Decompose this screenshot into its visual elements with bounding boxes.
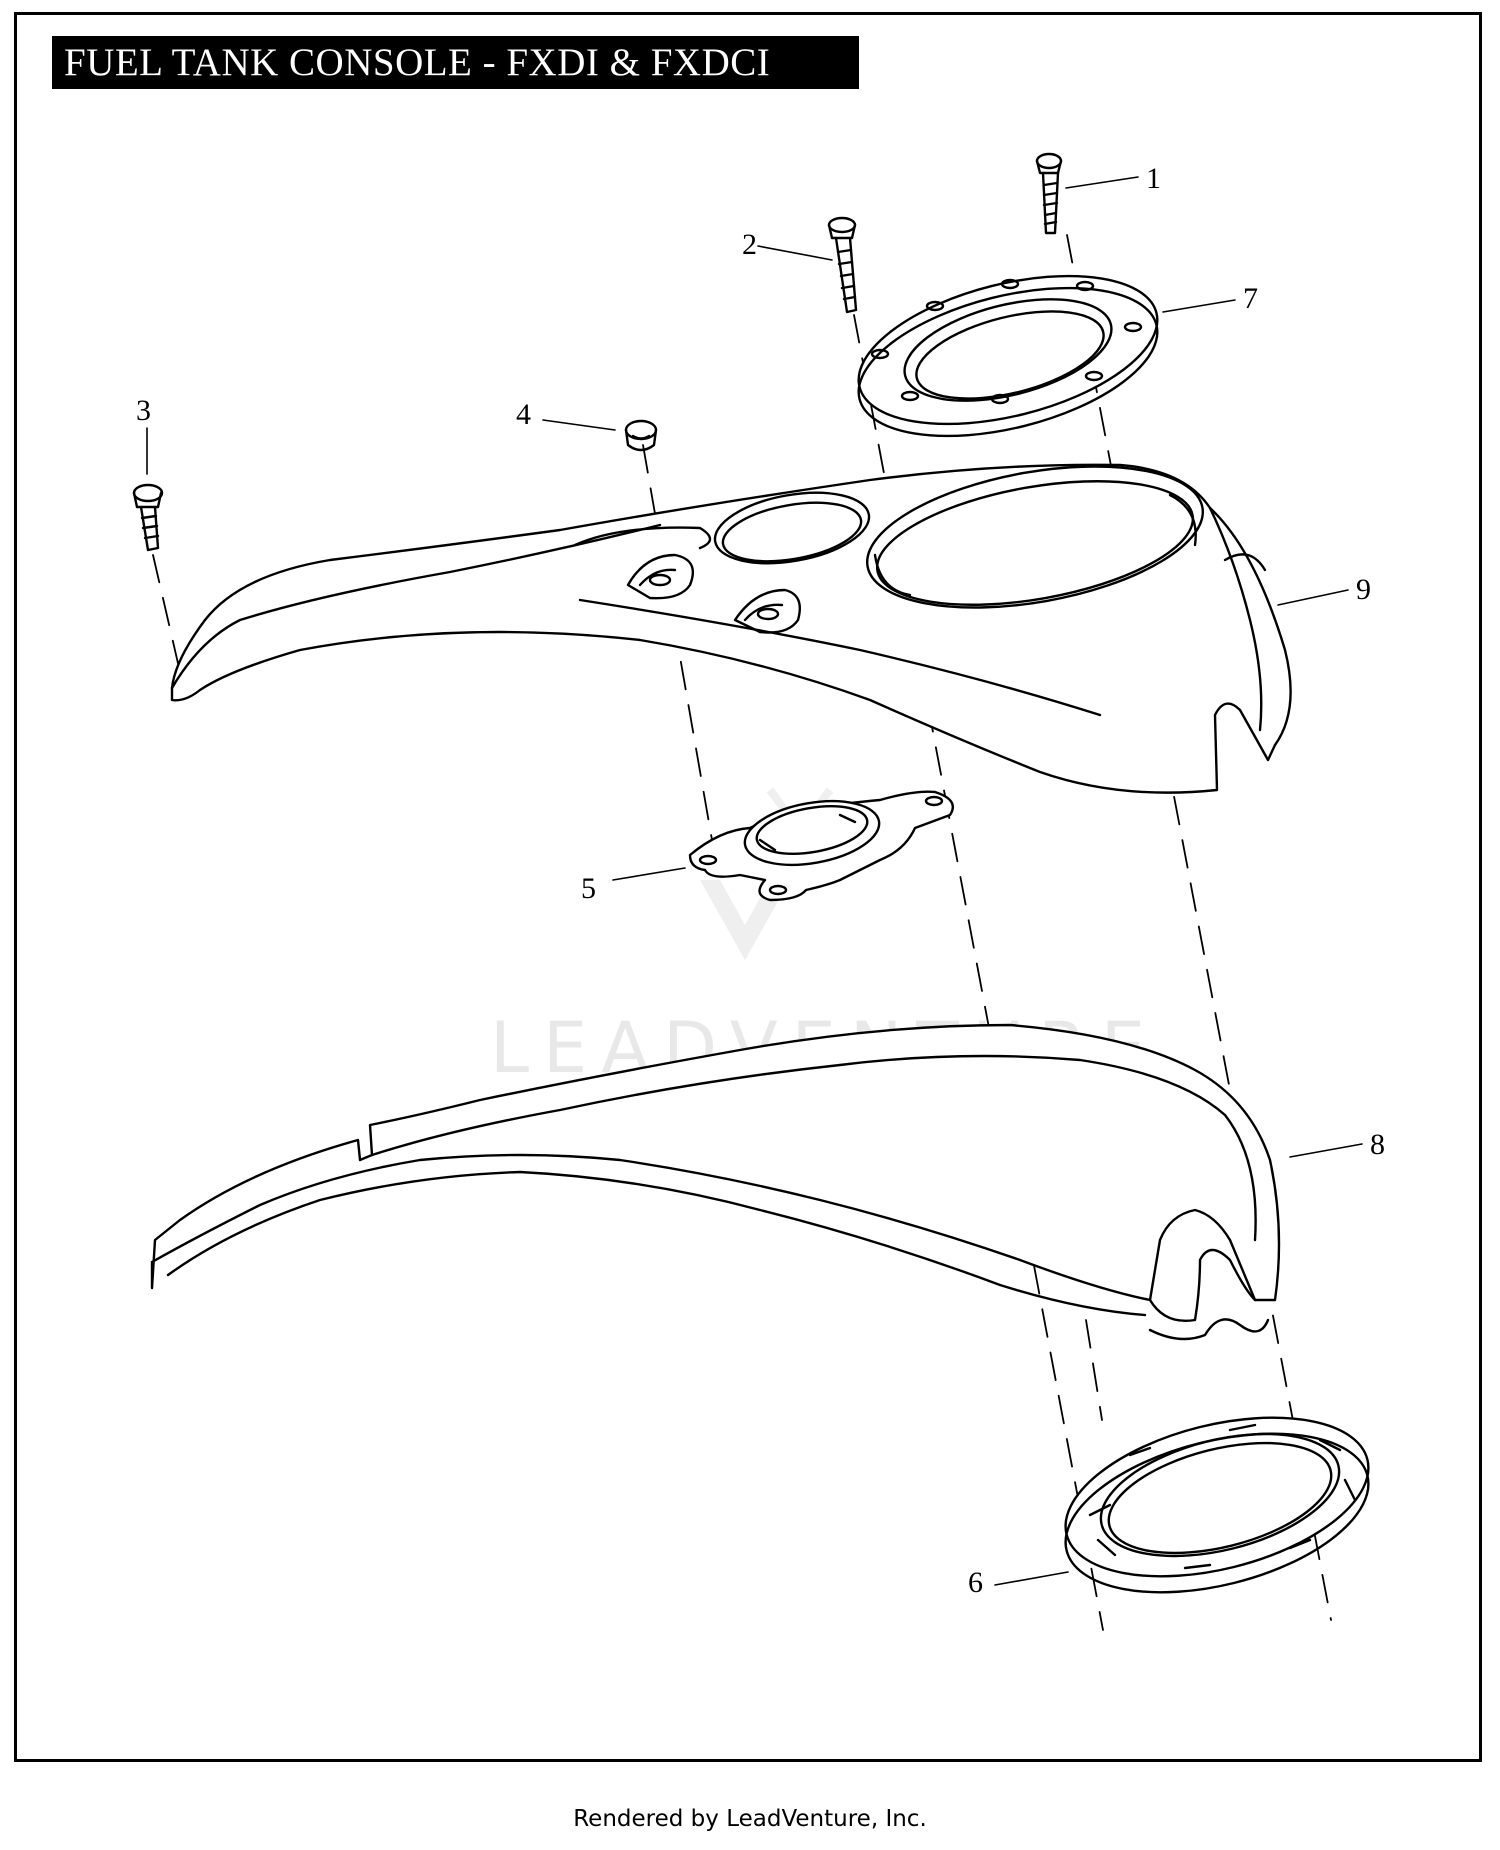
callout-numbers: 1 2 3 4 5 6 7 8 9	[136, 162, 1385, 1599]
callout-1: 1	[1146, 162, 1161, 195]
callout-7: 7	[1243, 282, 1258, 315]
callout-9: 9	[1356, 573, 1371, 606]
callout-2: 2	[742, 228, 757, 261]
bracket-5	[688, 790, 955, 902]
diagram-title: FUEL TANK CONSOLE - FXDI & FXDCI	[52, 36, 859, 89]
callout-4: 4	[516, 398, 531, 431]
footer-credit: Rendered by LeadVenture, Inc.	[573, 1806, 927, 1832]
screw-3	[132, 483, 164, 552]
trim-ring-7	[857, 274, 1159, 438]
plug-4	[624, 419, 658, 452]
gasket-8	[150, 1023, 1281, 1341]
console-9	[170, 463, 1292, 794]
callout-5: 5	[581, 872, 596, 905]
diagram-frame	[14, 12, 1482, 1762]
callout-3: 3	[136, 394, 151, 427]
leader-lines	[146, 176, 1363, 1586]
exploded-parts-diagram: LEADVENTURE	[132, 152, 1385, 1631]
callout-8: 8	[1370, 1128, 1385, 1161]
screw-2	[827, 216, 858, 314]
mounting-ring-6	[1064, 1416, 1370, 1594]
callout-6: 6	[968, 1566, 983, 1599]
screw-1	[1035, 152, 1063, 235]
